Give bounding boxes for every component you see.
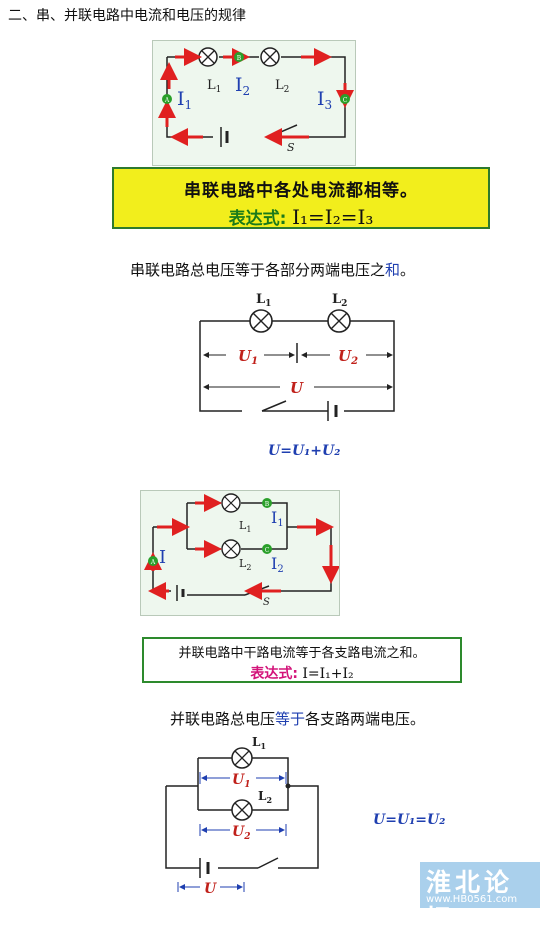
label-u: U <box>204 881 217 897</box>
parallel-current-rule-box: 并联电路中干路电流等于各支路电流之和。 表达式: I=I₁+I₂ <box>142 637 462 683</box>
label-i1: I1 <box>177 88 192 112</box>
meter-a-icon: A <box>162 94 172 104</box>
svg-text:C: C <box>265 547 270 554</box>
meter-b-icon: B <box>234 52 244 62</box>
lamp-l2-icon <box>327 309 351 333</box>
label-l2: L2 <box>239 557 251 572</box>
section-heading: 二、串、并联电路中电流和电压的规律 <box>8 8 246 24</box>
parallel-current-diagram: A B C L1 L2 I I1 I2 S <box>140 490 340 616</box>
label-u1: U1 <box>232 772 250 790</box>
parallel-current-rule: 并联电路中干路电流等于各支路电流之和。 <box>178 646 426 661</box>
parallel-voltage-diagram: L1 L2 U1 U2 U <box>160 730 335 900</box>
svg-text:B: B <box>265 501 270 508</box>
meter-c-icon: C <box>262 544 272 554</box>
expression-label: 表达式: <box>250 666 298 682</box>
meter-c-icon: C <box>340 94 350 104</box>
label-i2: I2 <box>235 74 250 98</box>
lamp-l1-icon <box>249 309 273 333</box>
label-l2: L2 <box>332 292 347 309</box>
lamp-l2-icon <box>260 47 280 67</box>
svg-text:A: A <box>164 97 170 104</box>
parallel-voltage-formula: U=U₁=U₂ <box>373 812 446 828</box>
label-switch: S <box>263 597 270 608</box>
label-switch: S <box>287 141 295 154</box>
parallel-voltage-title: 并联电路总电压等于各支路两端电压。 <box>170 710 426 728</box>
series-voltage-diagram: L1 L2 U1 U2 U <box>180 283 420 423</box>
series-current-diagram: A B C L1 L2 I1 I2 I3 S <box>152 40 356 166</box>
label-u1: U1 <box>238 347 258 367</box>
label-l1: L1 <box>207 78 221 95</box>
label-u: U <box>290 379 304 397</box>
label-l2: L2 <box>275 78 289 95</box>
lamp-l1-icon <box>231 747 253 769</box>
lamp-l1-icon <box>221 493 241 513</box>
label-l1: L1 <box>256 292 271 309</box>
series-current-rule-box: 串联电路中各处电流都相等。 表达式: I₁=I₂=I₃ <box>112 167 490 229</box>
label-i2: I2 <box>271 554 284 575</box>
series-voltage-title: 串联电路总电压等于各部分两端电压之和。 <box>130 261 416 279</box>
expression-label: 表达式: <box>228 209 287 229</box>
meter-b-icon: B <box>262 498 272 508</box>
parallel-current-formula: I=I₁+I₂ <box>302 666 354 682</box>
series-current-formula: I₁=I₂=I₃ <box>292 205 374 229</box>
meter-a-icon: A <box>148 556 158 566</box>
label-i: I <box>159 547 166 568</box>
svg-text:C: C <box>343 97 348 104</box>
series-current-rule: 串联电路中各处电流都相等。 <box>184 181 418 201</box>
site-watermark-logo: 淮北论坛 www.HB0561.com <box>420 862 540 933</box>
label-u2: U2 <box>232 824 250 842</box>
svg-text:A: A <box>150 559 156 566</box>
label-l1: L1 <box>239 519 251 534</box>
series-voltage-formula: U=U₁+U₂ <box>268 443 341 459</box>
label-l1: L1 <box>252 735 266 751</box>
label-i1: I1 <box>271 508 284 529</box>
lamp-l2-icon <box>231 799 253 821</box>
label-l2: L2 <box>258 789 272 805</box>
label-i3: I3 <box>317 88 332 112</box>
lamp-l1-icon <box>198 47 218 67</box>
lamp-l2-icon <box>221 539 241 559</box>
svg-text:B: B <box>237 55 242 62</box>
watermark-url: www.HB0561.com <box>426 894 518 905</box>
label-u2: U2 <box>338 347 358 367</box>
